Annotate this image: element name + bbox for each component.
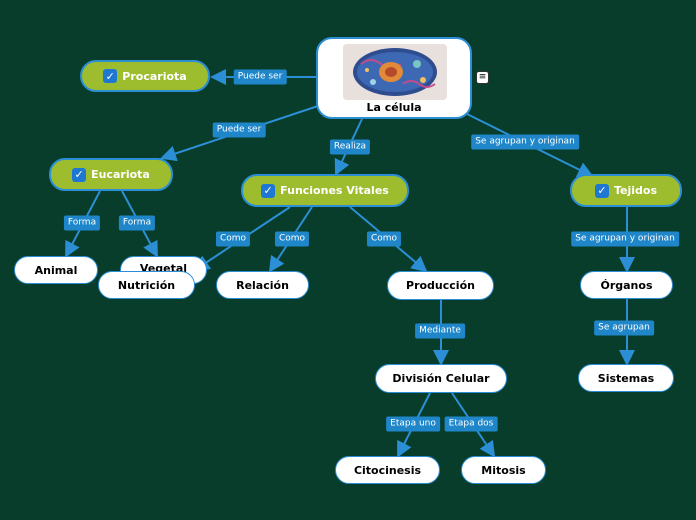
link-label-se-agrupan[interactable]: Se agrupan: [594, 320, 654, 336]
link-label-forma[interactable]: Forma: [118, 215, 156, 231]
checkbox-icon: ✓: [103, 69, 118, 83]
checkbox-icon: ✓: [261, 183, 276, 198]
node-nutricion[interactable]: Nutrición: [98, 271, 195, 299]
link-label-como[interactable]: Como: [366, 231, 402, 247]
node-label: Eucariota: [91, 168, 150, 181]
root-node-la-celula[interactable]: La célula: [316, 37, 472, 119]
node-tejidos[interactable]: ✓ Tejidos: [570, 174, 682, 207]
node-produccion[interactable]: Producción: [387, 271, 494, 300]
link-label-puede-ser[interactable]: Puede ser: [212, 122, 266, 138]
node-label: Procariota: [122, 69, 187, 83]
node-label: Funciones Vitales: [280, 184, 389, 197]
link-label-se-agrupan-y-originan[interactable]: Se agrupan y originan: [571, 231, 679, 247]
checkbox-icon: ✓: [594, 183, 609, 198]
root-title: La célula: [366, 101, 422, 114]
link-label-mediante[interactable]: Mediante: [415, 323, 465, 339]
link-label-etapa-uno[interactable]: Etapa uno: [386, 416, 440, 432]
link-label-forma[interactable]: Forma: [63, 215, 101, 231]
cell-illustration-image: [343, 44, 447, 100]
checkbox-icon: ✓: [72, 167, 87, 182]
link-label-etapa-dos[interactable]: Etapa dos: [444, 416, 498, 432]
node-funciones-vitales[interactable]: ✓ Funciones Vitales: [241, 174, 409, 207]
node-organos[interactable]: Órganos: [580, 271, 673, 299]
node-mitosis[interactable]: Mitosis: [461, 456, 546, 484]
link-label-como[interactable]: Como: [274, 231, 310, 247]
link-label-puede-ser[interactable]: Puede ser: [233, 69, 287, 85]
note-icon[interactable]: ≡: [476, 71, 489, 84]
node-relacion[interactable]: Relación: [216, 271, 309, 299]
link-label-como[interactable]: Como: [215, 231, 251, 247]
link-label-se-agrupan-y-originan[interactable]: Se agrupan y originan: [471, 134, 579, 150]
link-label-realiza[interactable]: Realiza: [329, 139, 371, 155]
node-animal[interactable]: Animal: [14, 256, 98, 284]
node-procariota[interactable]: ✓ Procariota: [80, 60, 210, 92]
node-label: Tejidos: [613, 184, 658, 197]
node-eucariota[interactable]: ✓ Eucariota: [49, 158, 173, 191]
node-citocinesis[interactable]: Citocinesis: [335, 456, 440, 484]
node-sistemas[interactable]: Sistemas: [578, 364, 674, 392]
node-division-celular[interactable]: División Celular: [375, 364, 507, 393]
